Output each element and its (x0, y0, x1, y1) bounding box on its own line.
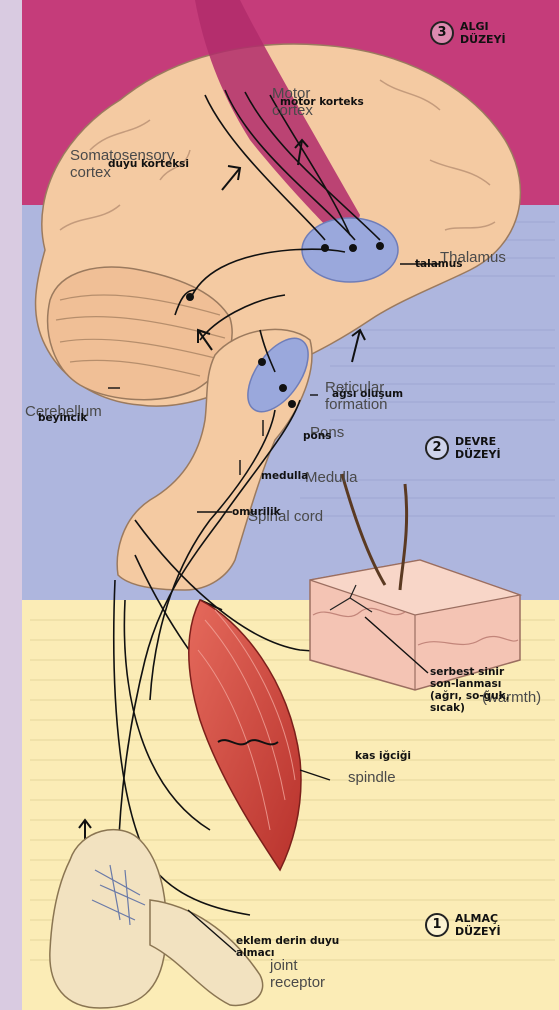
circuit-level-label: DEVRE DÜZEYİ (455, 435, 523, 461)
perceptual-level-number: 3 (430, 21, 454, 45)
somatosensory-cortex-label: duyu korteksi (108, 158, 189, 170)
spinal-cord-label: omurilik (232, 506, 281, 518)
perceptual-level-label: ALGI DÜZEYİ (460, 20, 528, 46)
reticular-formation-label: ağsı oluşum (332, 388, 403, 400)
joint-receptor-label: eklem derin duyu almacı (236, 935, 366, 959)
receptor-level-number: 1 (425, 913, 449, 937)
cerebellum-label: beyincik (38, 412, 87, 424)
left-strip (0, 0, 22, 1010)
receptor-level-label: ALMAÇ DÜZEYİ (455, 912, 523, 938)
circuit-level-number: 2 (425, 436, 449, 460)
thalamus-label: talamus (415, 258, 462, 270)
muscle-spindle-label-en: spindle (348, 770, 396, 787)
medulla-label-en: Medulla (305, 470, 358, 487)
medulla-label: medulla (261, 470, 308, 482)
pons-label: pons (303, 430, 331, 442)
free-nerve-endings-label: serbest sinir son-lanması (ağrı, so-ğuk,… (430, 666, 530, 714)
motor-cortex-label: motor korteks (280, 96, 364, 108)
muscle-spindle-label: kas iğciği (355, 750, 411, 762)
